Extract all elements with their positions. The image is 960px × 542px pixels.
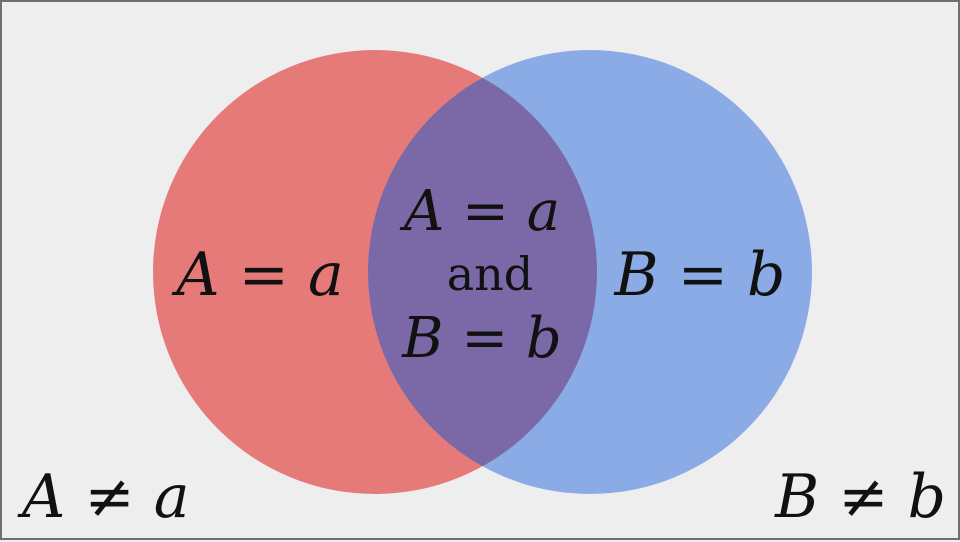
intersection-label-line-1: A = a (399, 179, 560, 244)
set-b-label: B = b (614, 240, 786, 310)
intersection-region (368, 50, 597, 494)
intersection-label-line-2: and (447, 247, 534, 301)
outside-left-label: A ≠ a (17, 462, 190, 532)
set-a-label: A = a (171, 240, 344, 310)
intersection-label-line-3: B = b (401, 306, 562, 371)
outside-right-label: B ≠ b (774, 462, 946, 532)
